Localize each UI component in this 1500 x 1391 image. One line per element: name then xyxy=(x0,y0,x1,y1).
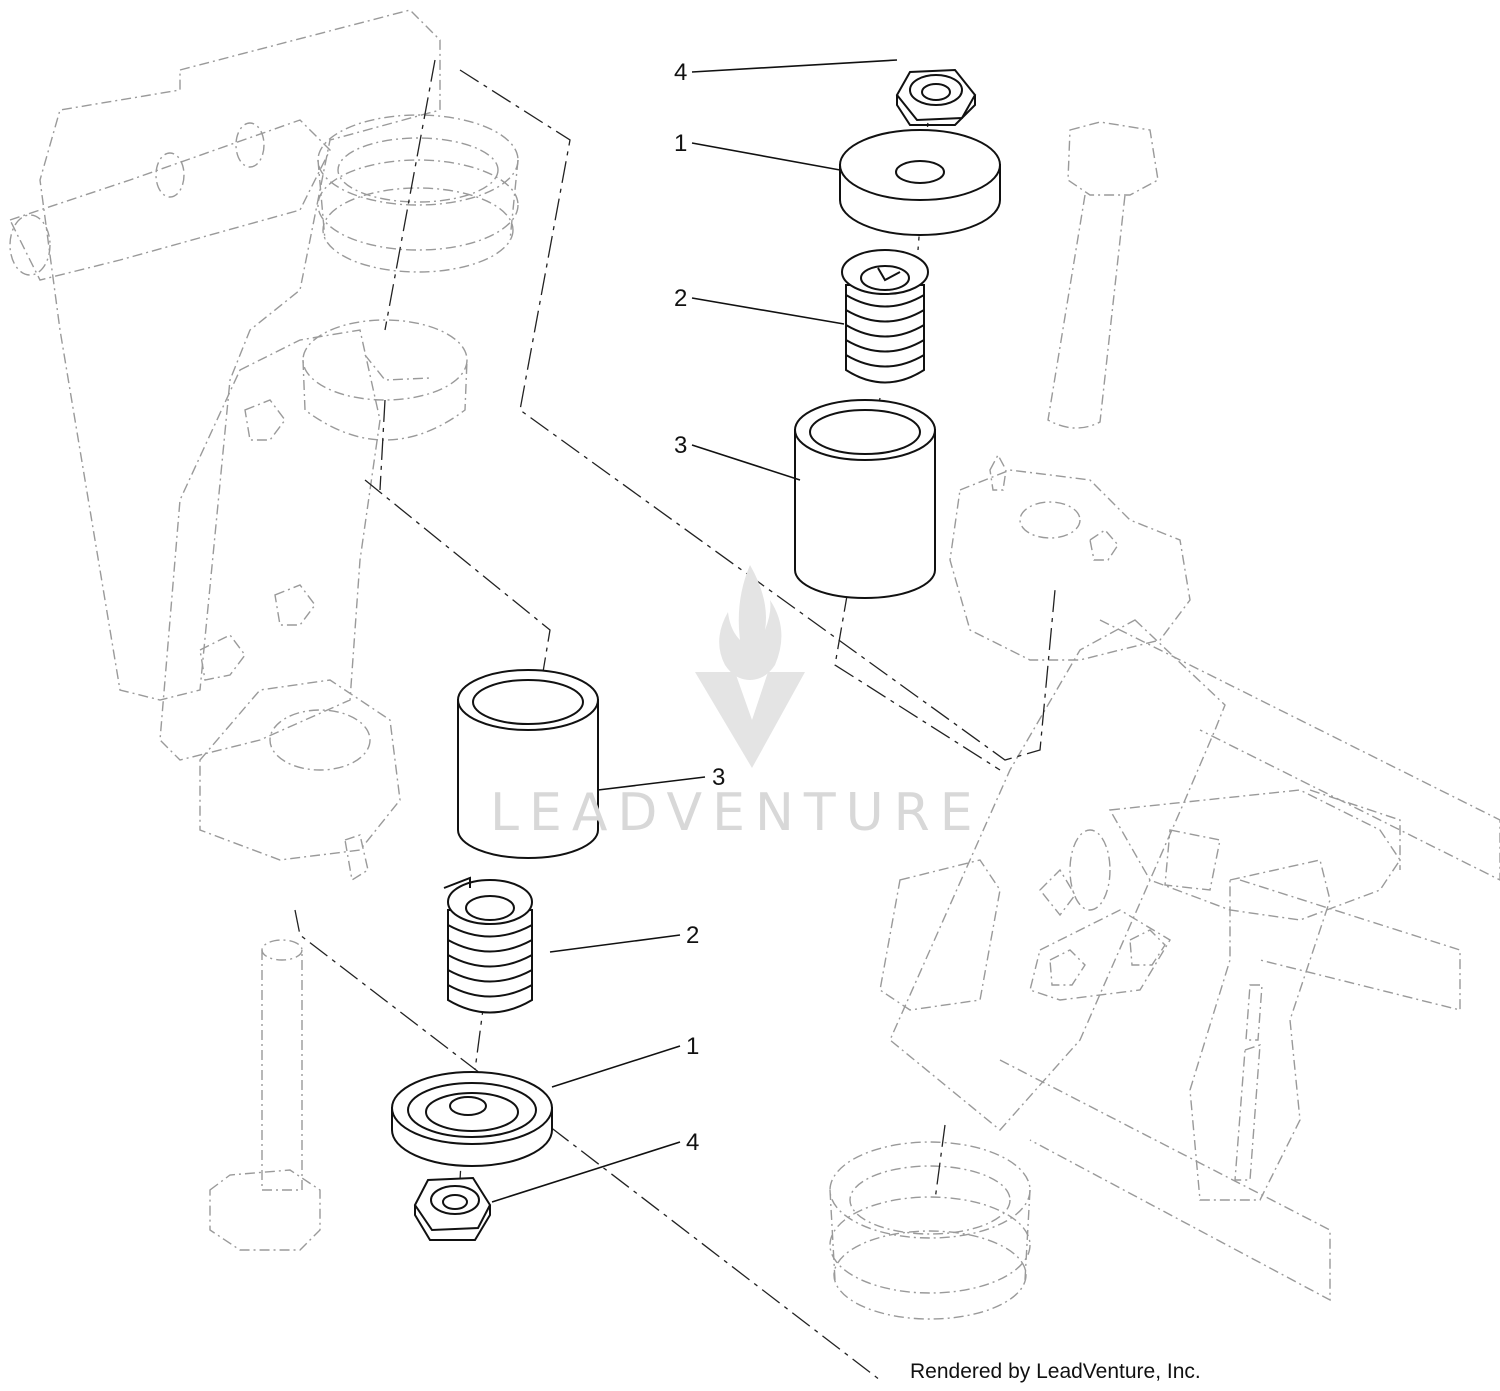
right-bearing-cup-context xyxy=(829,1141,1031,1320)
callout-top-spring: 2 xyxy=(674,285,687,312)
callout-bottom-bushing: 3 xyxy=(712,764,725,791)
render-credit: Rendered by LeadVenture, Inc. xyxy=(910,1360,1201,1383)
callout-labels: 4 1 2 3 3 2 1 4 xyxy=(674,59,725,1156)
lock-nut-top xyxy=(895,68,977,126)
v-logo-icon xyxy=(695,672,805,768)
bushing-top xyxy=(794,399,936,599)
spring-top xyxy=(841,249,929,384)
bushing-bottom xyxy=(457,669,599,859)
spring-bottom xyxy=(443,876,533,1014)
washer-top xyxy=(839,129,1001,236)
callout-bottom-nut: 4 xyxy=(686,1129,699,1156)
right-frame-context xyxy=(879,453,1500,1302)
callout-top-washer: 1 xyxy=(674,130,687,157)
flame-logo-icon xyxy=(719,565,782,680)
callout-bottom-spring: 2 xyxy=(686,922,699,949)
leader-lines xyxy=(491,59,898,1203)
left-bearing-cup-context xyxy=(317,114,519,273)
right-caster-bolt-context xyxy=(1047,121,1159,429)
callout-top-nut: 4 xyxy=(674,59,687,86)
callout-top-bushing: 3 xyxy=(674,432,687,459)
washer-bottom xyxy=(391,1071,553,1167)
callout-bottom-washer: 1 xyxy=(686,1033,699,1060)
watermark: LEADVENTURE xyxy=(490,565,983,843)
lock-nut-bottom xyxy=(413,1176,492,1241)
left-caster-bolt-context xyxy=(209,939,321,1251)
assembly-axes xyxy=(294,59,1056,1381)
watermark-text: LEADVENTURE xyxy=(490,783,983,843)
left-spacer-context xyxy=(302,319,468,441)
left-caster-fork-context xyxy=(9,9,441,882)
